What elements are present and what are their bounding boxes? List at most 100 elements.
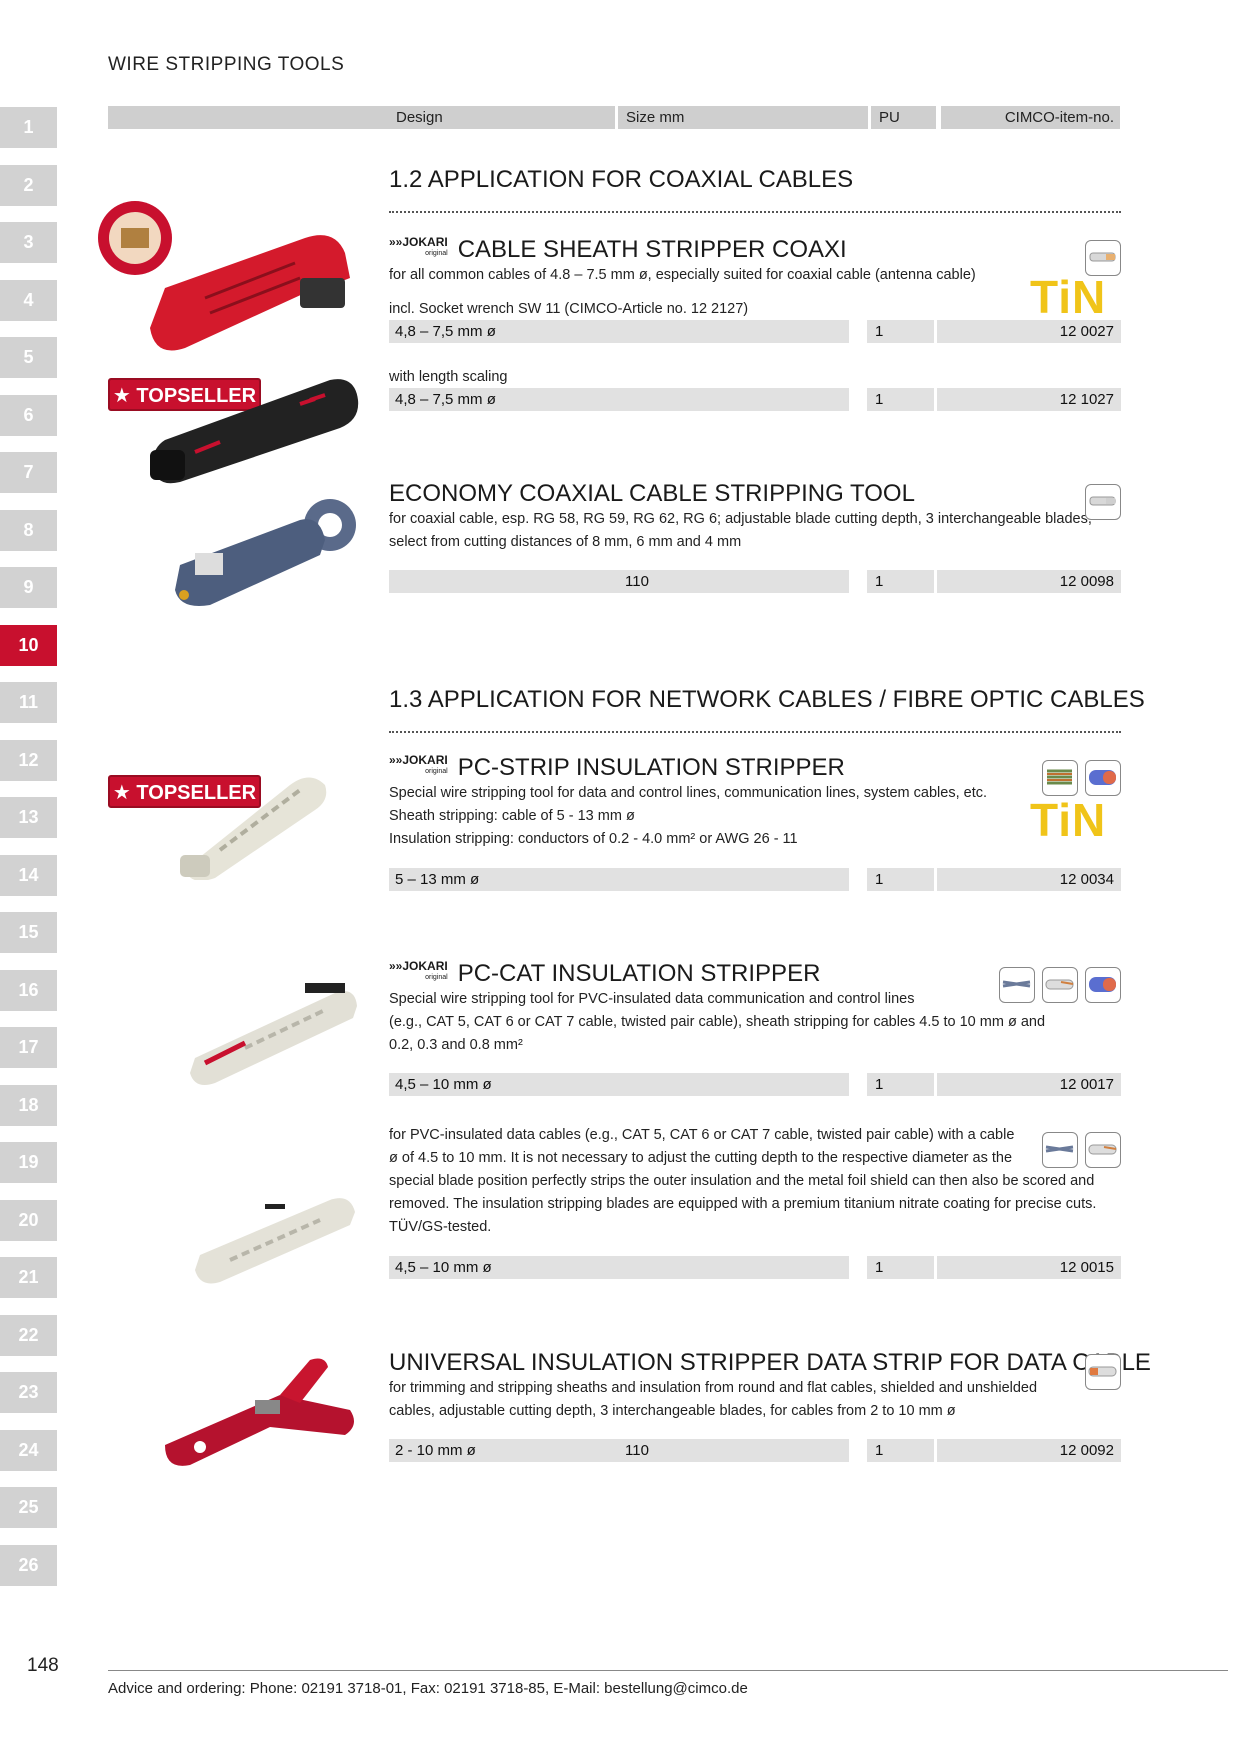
tab-5[interactable]: 5 <box>0 337 57 378</box>
tab-3[interactable]: 3 <box>0 222 57 263</box>
coaxi-desc-3: with length scaling <box>389 369 508 385</box>
pccat-desc-3: 0.2, 0.3 and 0.8 mm² <box>389 1037 523 1053</box>
section-title-network: 1.3 APPLICATION FOR NETWORK CABLES / FIB… <box>389 686 1145 713</box>
footer-divider <box>108 1670 1228 1671</box>
coaxi-product-image <box>95 198 360 358</box>
pccat-desc-2: (e.g., CAT 5, CAT 6 or CAT 7 cable, twis… <box>389 1014 1046 1030</box>
cell-pu: 1 <box>867 388 934 411</box>
twisted-pair-cable-icon <box>999 967 1035 1003</box>
topseller-badge: ★ TOPSELLER ★ <box>108 775 261 837</box>
page-title: WIRE STRIPPING TOOLS <box>108 54 345 75</box>
pcstrip-desc-2: Sheath stripping: cable of 5 - 13 mm ø <box>389 808 635 824</box>
coax-cable-icon <box>1085 240 1121 276</box>
column-design: Design <box>108 106 615 129</box>
pccat-desc-6: special blade position perfectly strips … <box>389 1173 1095 1189</box>
table-row: 4,5 – 10 mm ø 1 12 0015 <box>389 1256 1121 1279</box>
tab-18[interactable]: 18 <box>0 1085 57 1126</box>
economy-title: ECONOMY COAXIAL CABLE STRIPPING TOOL <box>389 480 915 507</box>
cell-size <box>618 320 849 343</box>
tin-coating-label: TiN <box>1030 271 1107 323</box>
cell-item-no: 12 0098 <box>937 570 1121 593</box>
tab-4[interactable]: 4 <box>0 280 57 321</box>
tab-12[interactable]: 12 <box>0 740 57 781</box>
tab-15[interactable]: 15 <box>0 912 57 953</box>
cell-item-no: 12 0027 <box>937 320 1121 343</box>
cell-item-no: 12 1027 <box>937 388 1121 411</box>
pccat-desc-4: for PVC-insulated data cables (e.g., CAT… <box>389 1127 1015 1143</box>
coaxi-length-scaling-image <box>150 370 360 485</box>
pccat-desc-5: ø of 4.5 to 10 mm. It is not necessary t… <box>389 1150 1013 1166</box>
tab-7[interactable]: 7 <box>0 452 57 493</box>
tab-17[interactable]: 17 <box>0 1027 57 1068</box>
tab-16[interactable]: 16 <box>0 970 57 1011</box>
cell-design <box>389 570 621 593</box>
cell-pu: 1 <box>867 320 934 343</box>
page-number: 148 <box>27 1655 59 1676</box>
cell-pu: 1 <box>867 570 934 593</box>
pccat-desc-7: removed. The insulation stripping blades… <box>389 1196 1097 1212</box>
economy-product-image <box>170 495 365 610</box>
pccat-desc-8: TÜV/GS-tested. <box>389 1219 492 1235</box>
tab-2[interactable]: 2 <box>0 165 57 206</box>
cell-design: 4,8 – 7,5 mm ø <box>389 388 621 411</box>
cell-design: 5 – 13 mm ø <box>389 868 621 891</box>
cell-design: 4,5 – 10 mm ø <box>389 1073 621 1096</box>
tab-22[interactable]: 22 <box>0 1315 57 1356</box>
table-row: 5 – 13 mm ø 1 12 0034 <box>389 868 1121 891</box>
tab-21[interactable]: 21 <box>0 1257 57 1298</box>
column-header: Design Size mm PU CIMCO-item-no. <box>108 106 1120 129</box>
tab-25[interactable]: 25 <box>0 1487 57 1528</box>
datastrip-desc-2: cables, adjustable cutting depth, 3 inte… <box>389 1403 956 1419</box>
coaxi-desc-2: incl. Socket wrench SW 11 (CIMCO-Article… <box>389 301 749 317</box>
pcstrip-product-image <box>180 770 330 881</box>
table-row: 2 - 10 mm ø 110 1 12 0092 <box>389 1439 1121 1462</box>
cell-item-no: 12 0034 <box>937 868 1121 891</box>
tab-24[interactable]: 24 <box>0 1430 57 1471</box>
pccat-product-image <box>185 978 360 1088</box>
tab-6[interactable]: 6 <box>0 395 57 436</box>
cell-size: 110 <box>618 1439 849 1462</box>
tab-10[interactable]: 10 <box>0 625 57 666</box>
cell-size <box>618 388 849 411</box>
cell-pu: 1 <box>867 1439 934 1462</box>
tab-8[interactable]: 8 <box>0 510 57 551</box>
section-divider <box>389 731 1121 733</box>
economy-desc-2: select from cutting distances of 8 mm, 6… <box>389 534 742 550</box>
cell-pu: 1 <box>867 868 934 891</box>
insulated-wire-icon <box>1085 967 1121 1003</box>
data-cable-icon <box>1085 1354 1121 1390</box>
datastrip-title: UNIVERSAL INSULATION STRIPPER DATA STRIP… <box>389 1349 1151 1376</box>
section-divider <box>389 211 1121 213</box>
tab-1[interactable]: 1 <box>0 107 57 148</box>
tab-14[interactable]: 14 <box>0 855 57 896</box>
coax-cable-icon <box>1085 484 1121 520</box>
economy-desc-1: for coaxial cable, esp. RG 58, RG 59, RG… <box>389 511 1092 527</box>
tab-11[interactable]: 11 <box>0 682 57 723</box>
datastrip-desc-1: for trimming and stripping sheaths and i… <box>389 1380 1038 1396</box>
tab-26[interactable]: 26 <box>0 1545 57 1586</box>
section-title-coaxial: 1.2 APPLICATION FOR COAXIAL CABLES <box>389 166 854 193</box>
tab-19[interactable]: 19 <box>0 1142 57 1183</box>
tab-23[interactable]: 23 <box>0 1372 57 1413</box>
tab-13[interactable]: 13 <box>0 797 57 838</box>
cat-cable-icon <box>1042 967 1078 1003</box>
cell-item-no: 12 0015 <box>937 1256 1121 1279</box>
column-pu: PU <box>871 106 936 129</box>
multicore-cable-icon <box>1042 760 1078 796</box>
pcstrip-desc-1: Special wire stripping tool for data and… <box>389 785 988 801</box>
tin-coating-label: TiN <box>1030 794 1107 846</box>
cell-design: 2 - 10 mm ø <box>389 1439 621 1462</box>
tab-20[interactable]: 20 <box>0 1200 57 1241</box>
pcstrip-desc-3: Insulation stripping: conductors of 0.2 … <box>389 831 798 847</box>
cell-item-no: 12 0017 <box>937 1073 1121 1096</box>
tab-9[interactable]: 9 <box>0 567 57 608</box>
table-row: 4,5 – 10 mm ø 1 12 0017 <box>389 1073 1121 1096</box>
cell-item-no: 12 0092 <box>937 1439 1121 1462</box>
table-row: 110 1 12 0098 <box>389 570 1121 593</box>
column-size: Size mm <box>618 106 868 129</box>
